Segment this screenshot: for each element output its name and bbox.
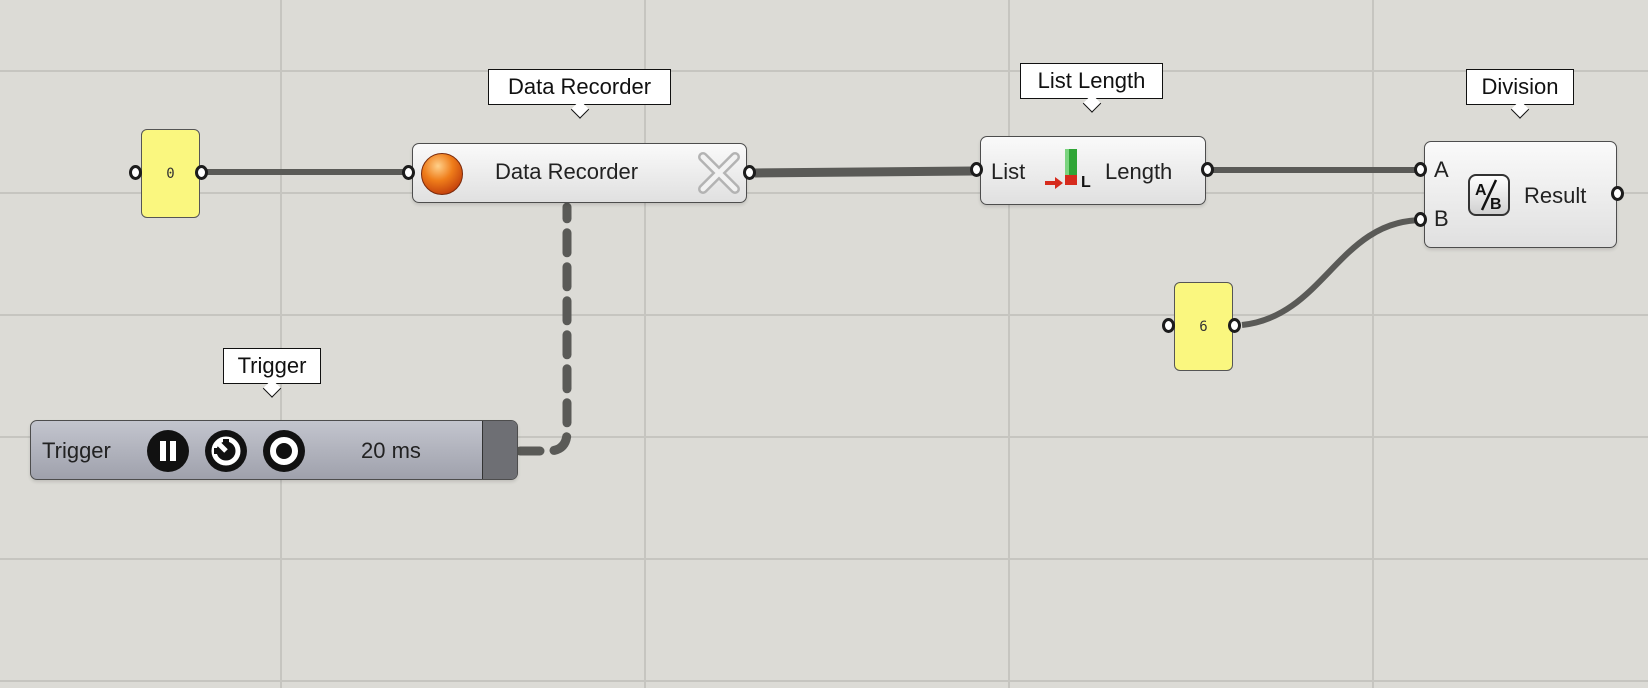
wire-divisor-to-b[interactable] [1241, 217, 1424, 328]
division-tag: Division [1466, 69, 1574, 105]
pause-button[interactable] [147, 430, 189, 472]
panel-output-port[interactable] [195, 165, 208, 180]
division-input-a-port[interactable] [1414, 162, 1427, 177]
panel-value: 6 [1199, 318, 1208, 335]
clear-data-icon[interactable] [695, 149, 743, 197]
data-recorder-output-port[interactable] [743, 165, 756, 180]
data-recorder-tag: Data Recorder [488, 69, 671, 105]
interval-button[interactable] [205, 430, 247, 472]
divisor-panel-input-port[interactable] [1162, 318, 1175, 333]
division-component[interactable]: A B A B Result [1424, 141, 1617, 248]
list-input-port[interactable] [970, 162, 983, 177]
trigger-output-grip[interactable] [482, 421, 517, 479]
input-b-label: B [1434, 206, 1449, 231]
input-a-label: A [1434, 157, 1449, 182]
list-input-label: List [991, 159, 1026, 184]
svg-text:L: L [1081, 174, 1091, 191]
result-output-label: Result [1524, 183, 1587, 208]
division-icon: A B [1468, 174, 1510, 216]
wire-recorder-to-list[interactable] [754, 166, 974, 178]
panel-input-port[interactable] [129, 165, 142, 180]
length-output-port[interactable] [1201, 162, 1214, 177]
length-output-label: Length [1105, 159, 1173, 184]
timer-icon [211, 436, 241, 466]
record-button[interactable] [421, 153, 463, 195]
division-input-b-port[interactable] [1414, 212, 1427, 227]
divisor-panel[interactable]: 6 [1174, 282, 1233, 371]
list-length-component[interactable]: List L Length [980, 136, 1206, 205]
pause-icon [160, 441, 176, 461]
wire-trigger-to-recorder[interactable] [515, 202, 572, 456]
svg-text:A: A [1475, 182, 1487, 199]
data-recorder-component[interactable]: Data Recorder [412, 143, 747, 203]
trigger-interval: 20 ms [361, 438, 421, 463]
trigger-component[interactable]: Trigger 20 ms [30, 420, 518, 480]
list-length-tag: List Length [1020, 63, 1163, 99]
divisor-panel-output-port[interactable] [1228, 318, 1241, 333]
record-toggle-button[interactable] [263, 430, 305, 472]
result-output-port[interactable] [1611, 186, 1624, 201]
record-ring-icon [270, 437, 298, 465]
list-length-icon: L [1043, 147, 1095, 191]
trigger-label: Trigger [42, 438, 111, 463]
data-recorder-input-port[interactable] [402, 165, 415, 180]
recorder-input-panel[interactable]: 0 [141, 129, 200, 218]
trigger-tag: Trigger [223, 348, 321, 384]
data-recorder-label: Data Recorder [495, 159, 639, 184]
svg-text:B: B [1490, 196, 1502, 213]
panel-value: 0 [166, 165, 175, 182]
